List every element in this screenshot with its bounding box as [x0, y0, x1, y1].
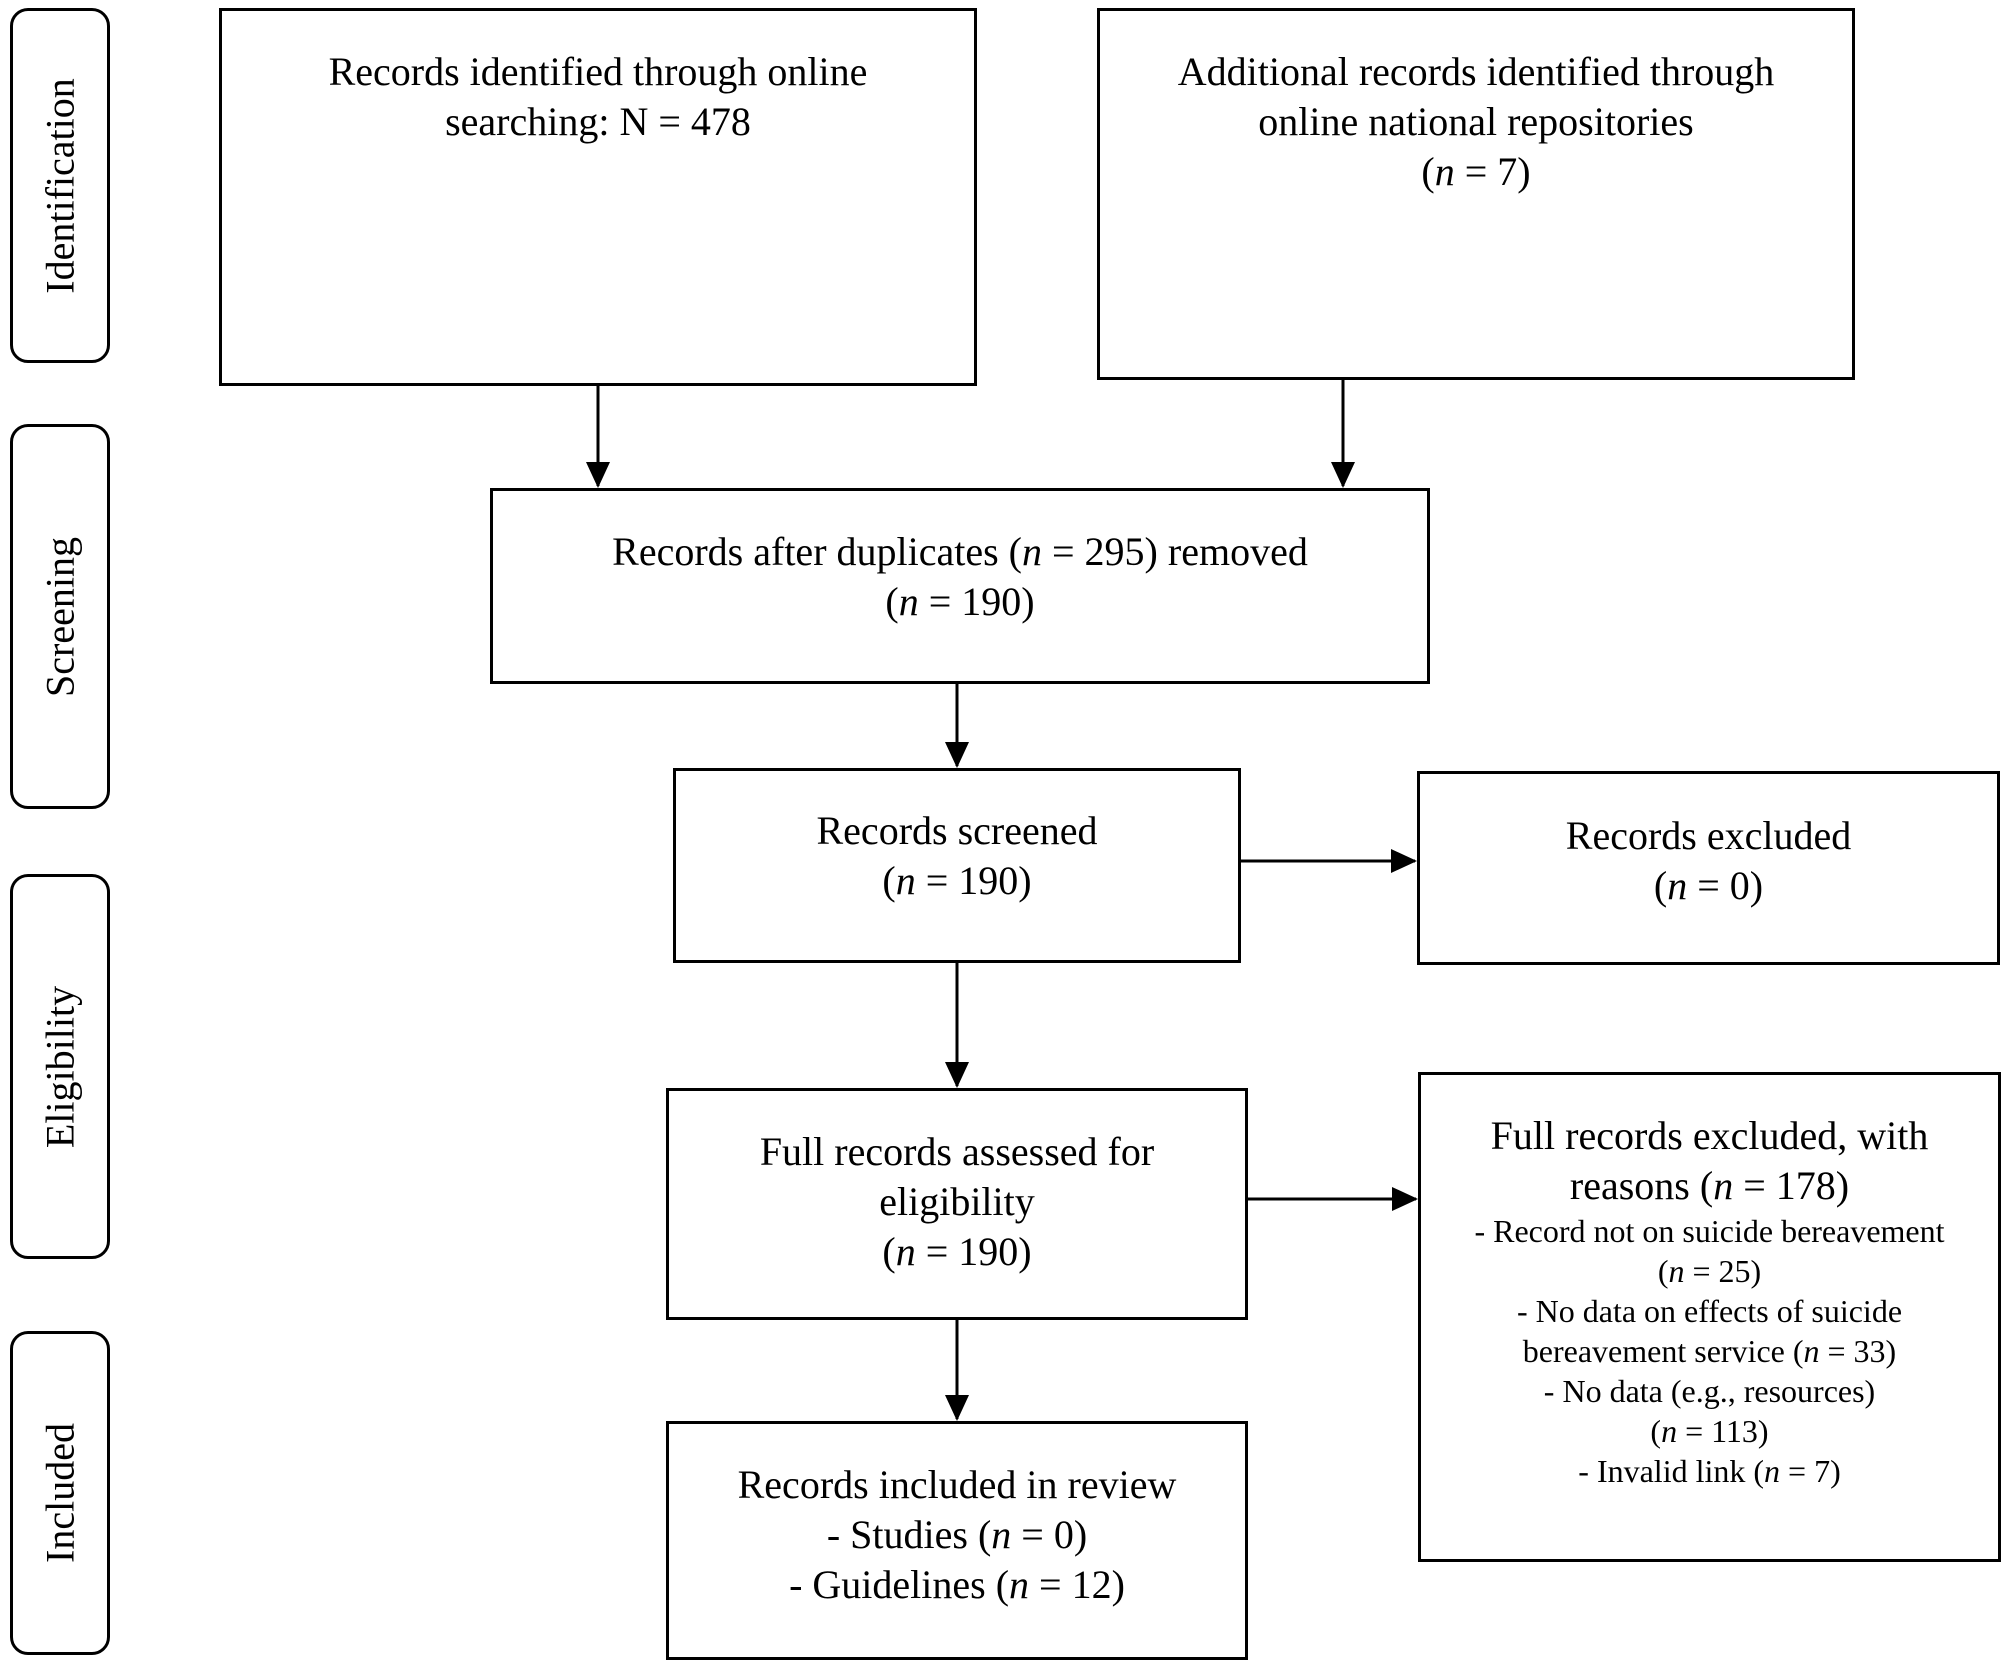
identified-repositories-line2: online national repositories [1258, 99, 1694, 144]
box-excluded: Records excluded (n = 0) [1417, 771, 2000, 965]
stage-identification: Identification [10, 8, 110, 363]
box-screened: Records screened (n = 190) [673, 768, 1241, 963]
identified-online-line1: Records identified through online [328, 49, 868, 94]
included-line2: - Studies (n = 0) [826, 1512, 1088, 1557]
box-identified-repositories: Additional records identified through on… [1097, 8, 1855, 380]
screened-line1: Records screened [816, 808, 1098, 853]
after-duplicates-line1: Records after duplicates (n = 295) remov… [612, 529, 1308, 574]
box-assessed: Full records assessed for eligibility (n… [666, 1088, 1248, 1320]
full-excluded-reason-4: - Invalid link (n = 7) [1578, 1453, 1841, 1489]
identified-online-line2: searching: N = 478 [445, 99, 751, 144]
assessed-line3: (n = 190) [882, 1229, 1032, 1274]
full-excluded-reason-2-cont: bereavement service (n = 33) [1522, 1333, 1897, 1369]
full-excluded-reason-3-count: (n = 113) [1650, 1413, 1769, 1449]
full-excluded-reason-2: - No data on effects of suicide [1516, 1293, 1903, 1329]
full-excluded-reason-3: - No data (e.g., resources) [1543, 1373, 1876, 1409]
box-identified-online: Records identified through online search… [219, 8, 977, 386]
included-line3: - Guidelines (n = 12) [789, 1562, 1125, 1607]
identified-repositories-line1: Additional records identified through [1177, 49, 1775, 94]
identified-repositories-line3: (n = 7) [1421, 149, 1531, 194]
after-duplicates-line2: (n = 190) [885, 579, 1035, 624]
full-excluded-line2: reasons (n = 178) [1569, 1163, 1850, 1208]
full-excluded-reason-1-count: (n = 25) [1657, 1253, 1762, 1289]
box-included: Records included in review - Studies (n … [666, 1421, 1248, 1660]
excluded-line1: Records excluded [1565, 813, 1852, 858]
box-after-duplicates: Records after duplicates (n = 295) remov… [490, 488, 1430, 684]
excluded-line2: (n = 0) [1653, 863, 1764, 908]
screened-line2: (n = 190) [882, 858, 1032, 903]
stage-eligibility: Eligibility [10, 874, 110, 1259]
assessed-line2: eligibility [879, 1179, 1035, 1224]
included-line1: Records included in review [737, 1462, 1177, 1507]
assessed-line1: Full records assessed for [759, 1129, 1155, 1174]
box-full-excluded: Full records excluded, with reasons (n =… [1418, 1072, 2001, 1562]
full-excluded-line1: Full records excluded, with [1490, 1113, 1929, 1158]
stage-included: Included [10, 1331, 110, 1655]
stage-screening: Screening [10, 424, 110, 809]
full-excluded-reason-1: - Record not on suicide bereavement [1474, 1213, 1945, 1249]
